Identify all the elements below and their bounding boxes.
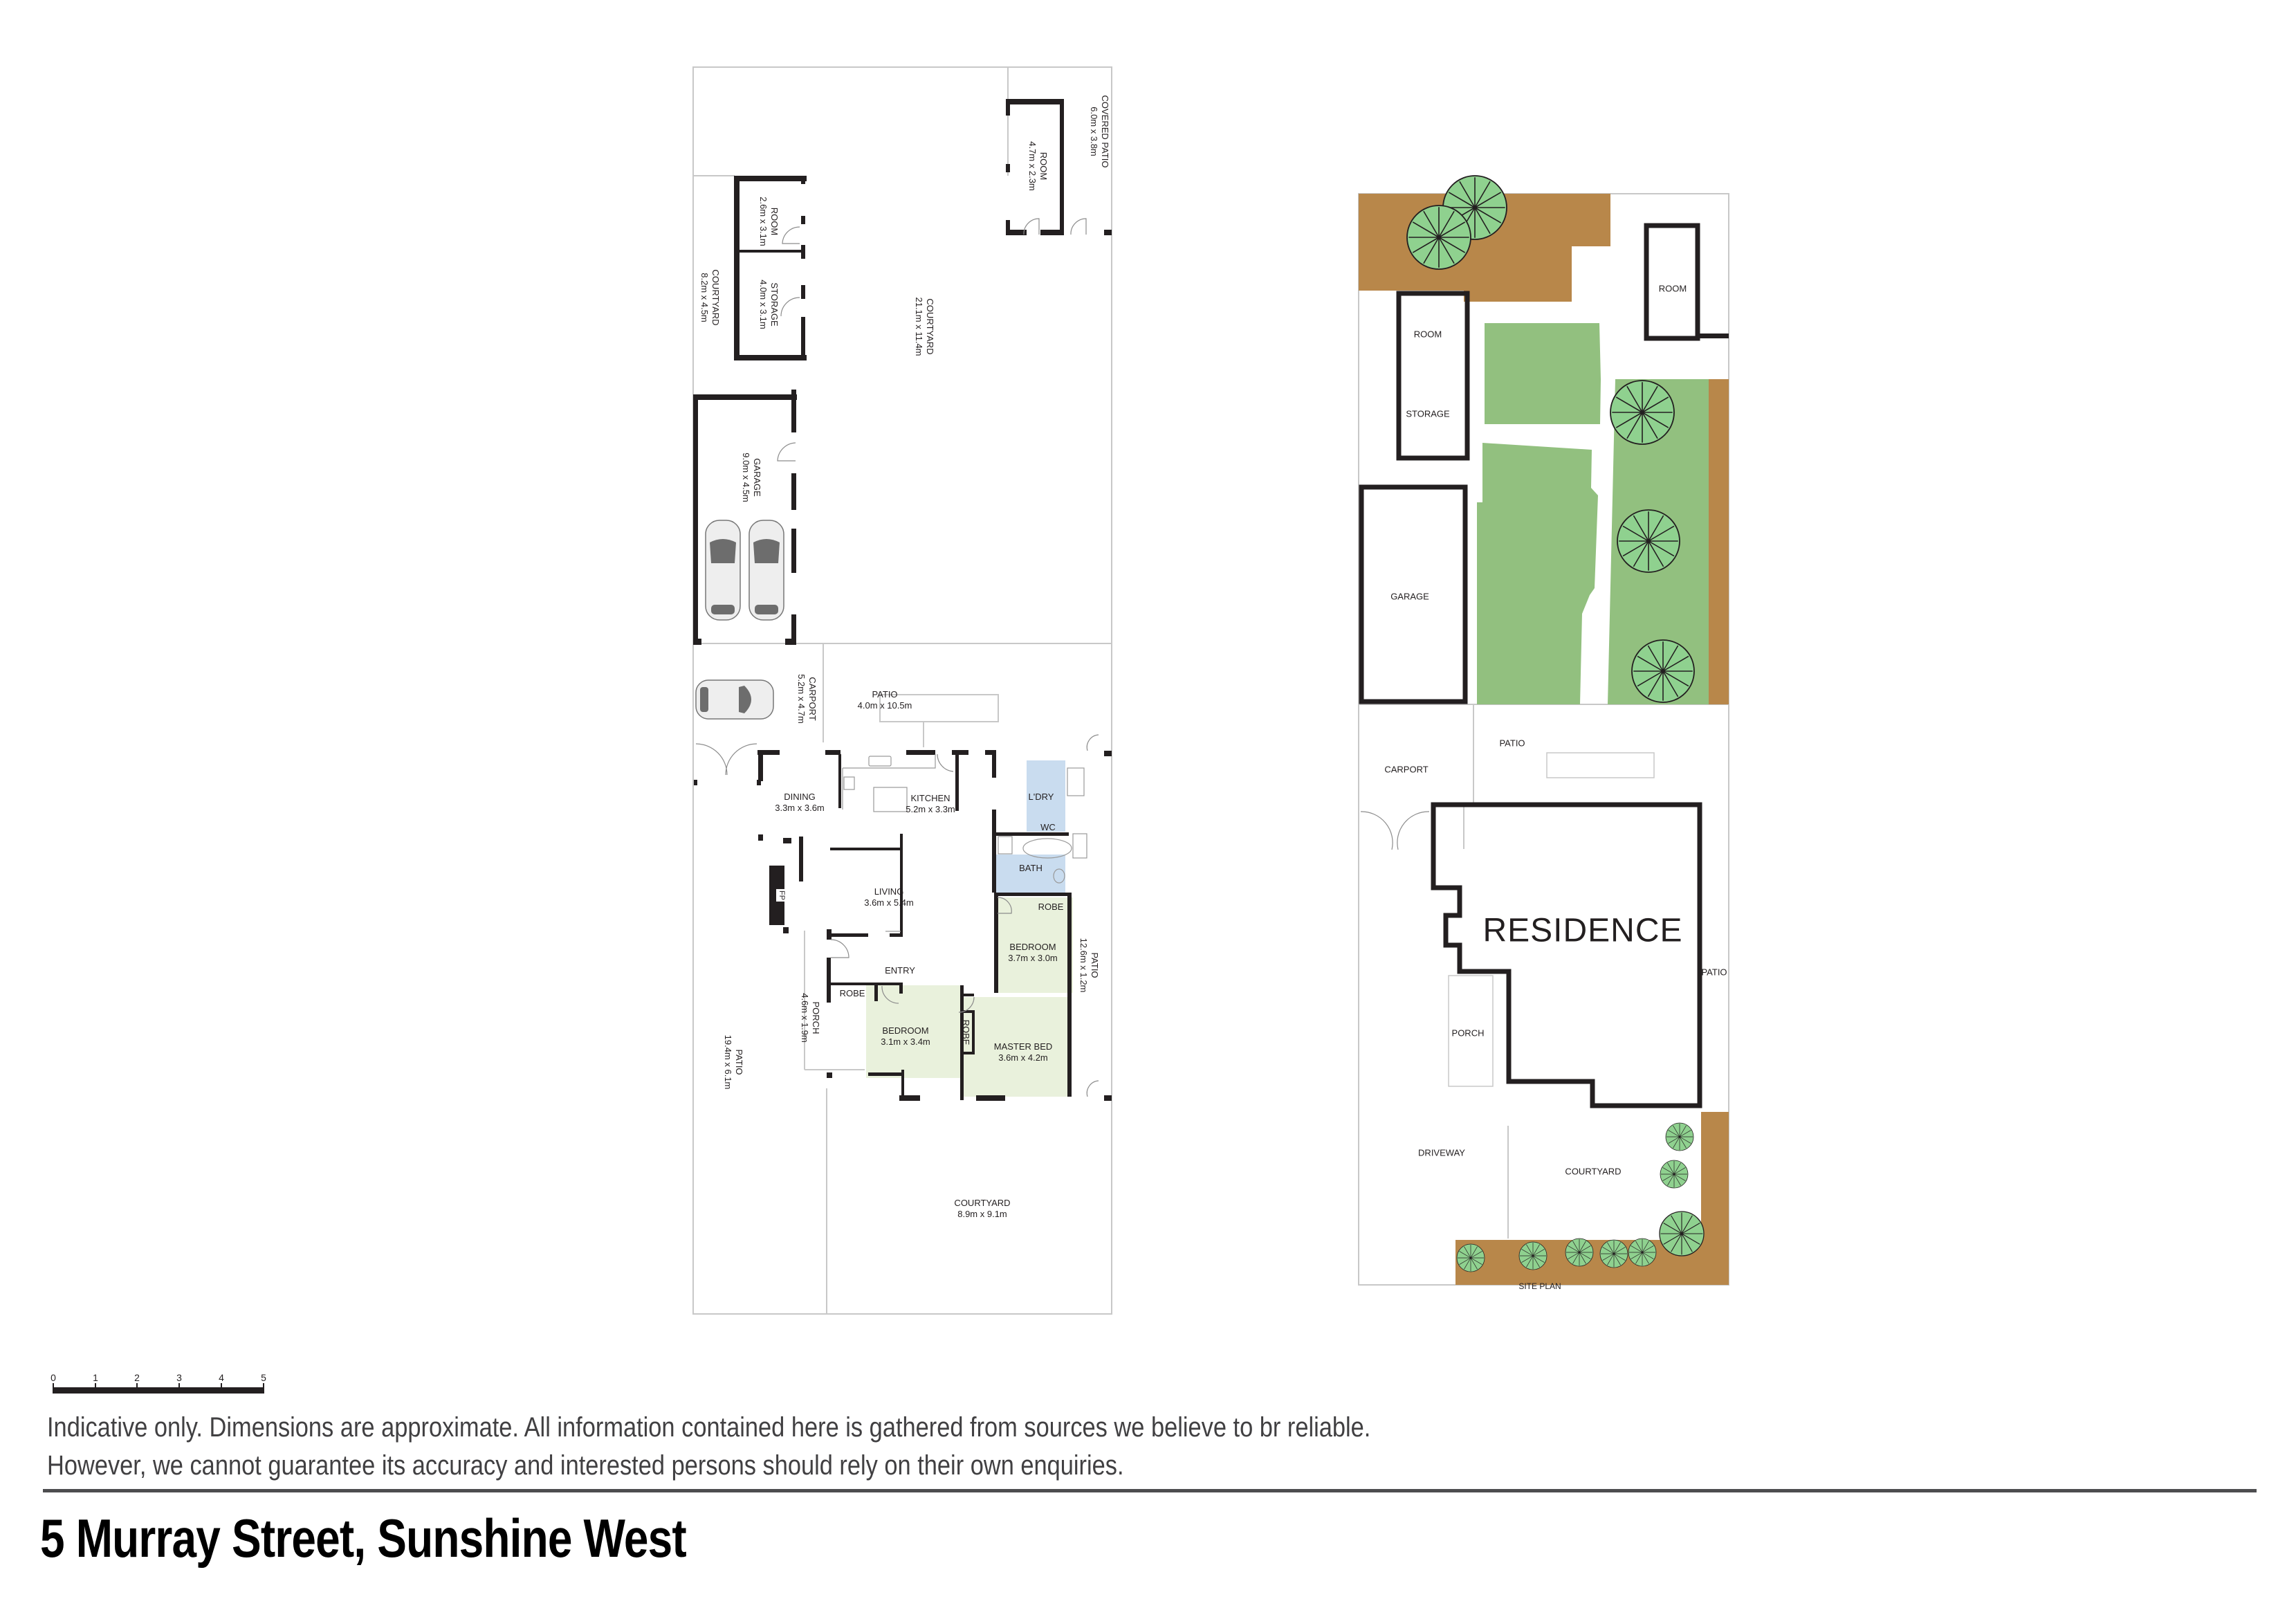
- site-label-garage: GARAGE: [1390, 591, 1429, 602]
- room-label-laundry: L'DRY: [1028, 792, 1054, 802]
- site-label-porch: PORCH: [1451, 1027, 1485, 1039]
- site-label-patio-top: PATIO: [1499, 738, 1525, 749]
- site-label-residence: RESIDENCE: [1482, 912, 1683, 949]
- disclaimer: Indicative only. Dimensions are approxim…: [47, 1409, 1370, 1485]
- room-label-bath: BATH: [1019, 863, 1043, 873]
- scale-tick: 3: [176, 1372, 182, 1383]
- site-label-storage: STORAGE: [1406, 408, 1450, 419]
- bedroom-fills: [866, 897, 1073, 1097]
- footer-divider: [43, 1489, 2257, 1492]
- property-address-title: 5 Murray Street, Sunshine West: [40, 1508, 687, 1569]
- scale-bar-line: [53, 1387, 264, 1394]
- car-icons: [695, 520, 784, 720]
- scale-tick: 1: [93, 1372, 98, 1383]
- scale-tick: 4: [219, 1372, 224, 1383]
- scale-tick: 5: [261, 1372, 266, 1383]
- room-label-robe-1: ROBE: [1038, 902, 1064, 912]
- disclaimer-line-1: Indicative only. Dimensions are approxim…: [47, 1412, 1371, 1443]
- site-plan-caption: SITE PLAN: [1518, 1281, 1561, 1291]
- scale-tick: 0: [50, 1372, 56, 1383]
- site-label-carport: CARPORT: [1384, 764, 1429, 775]
- site-label-patio-side: PATIO: [1701, 967, 1727, 978]
- lawn-areas: [1477, 323, 1709, 704]
- wet-area-fills: [996, 760, 1065, 893]
- room-label-wc: WC: [1040, 822, 1056, 832]
- room-label-entry: ENTRY: [885, 965, 915, 976]
- disclaimer-line-2: However, we cannot guarantee its accurac…: [47, 1450, 1124, 1481]
- site-label-room-left: ROOM: [1413, 329, 1442, 340]
- room-label-robe-2: ROBE: [839, 988, 865, 998]
- scale-bar: 0 1 2 3 4 5: [50, 1372, 266, 1394]
- site-label-driveway: DRIVEWAY: [1418, 1147, 1465, 1158]
- site-label-courtyard: COURTYARD: [1565, 1166, 1622, 1177]
- site-label-room-rear: ROOM: [1658, 283, 1687, 294]
- scale-tick: 2: [134, 1372, 140, 1383]
